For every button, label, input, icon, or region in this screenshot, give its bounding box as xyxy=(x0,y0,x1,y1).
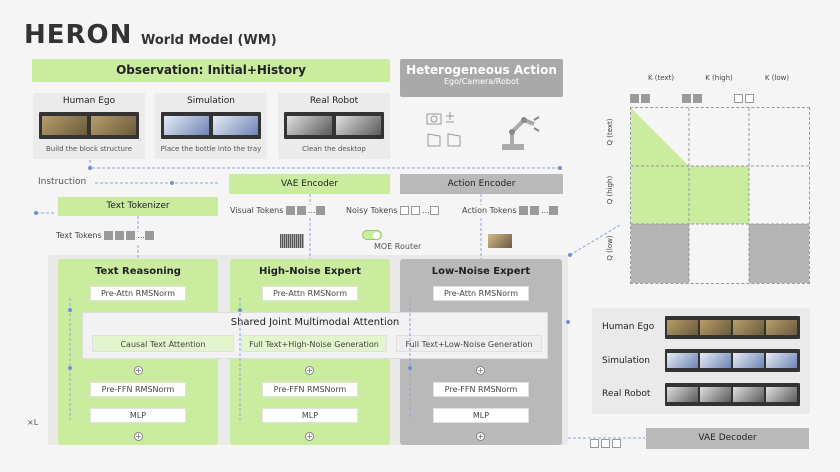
source-caption: Build the block structure xyxy=(45,145,133,153)
output-strip-human-ego xyxy=(665,316,800,339)
expert-title-text: Text Reasoning xyxy=(95,266,181,277)
ellipsis: ... xyxy=(422,206,430,215)
video-strip xyxy=(39,112,139,139)
visual-tokens: Visual Tokens ... xyxy=(230,206,327,215)
source-label: Real Robot xyxy=(309,96,359,106)
camera-hand-icon xyxy=(420,108,470,154)
vae-decoder: VAE Decoder xyxy=(646,428,809,449)
action-sub: Ego/Camera/Robot xyxy=(443,77,519,86)
source-label: Simulation xyxy=(187,96,235,106)
noise-thumbnail xyxy=(280,234,304,248)
output-label-simulation: Simulation xyxy=(602,356,650,366)
brand-title: HERON xyxy=(24,20,133,50)
pre-attn-norm-high: Pre-Attn RMSNorm xyxy=(262,286,358,301)
shared-attention-title: Shared Joint Multimodal Attention xyxy=(230,317,400,328)
vae-encoder: VAE Encoder xyxy=(229,174,390,194)
residual-add-icon: + xyxy=(476,366,485,375)
source-human-ego: Human Ego Build the block structure xyxy=(33,93,145,159)
pre-ffn-norm-high: Pre-FFN RMSNorm xyxy=(262,382,358,397)
matrix-col-label-low: K (low) xyxy=(764,74,790,82)
matrix-col-label-text: K (text) xyxy=(647,74,675,82)
ellipsis: ... xyxy=(137,231,145,240)
action-encoder: Action Encoder xyxy=(400,174,563,194)
noisy-tokens-label: Noisy Tokens xyxy=(346,206,398,215)
pre-attn-norm-low: Pre-Attn RMSNorm xyxy=(433,286,529,301)
video-strip xyxy=(161,112,261,139)
diagram-subtitle: World Model (WM) xyxy=(141,33,277,48)
output-label-real-robot: Real Robot xyxy=(602,389,651,399)
ellipsis: ... xyxy=(541,206,549,215)
residual-add-icon: + xyxy=(134,432,143,441)
attention-matrix xyxy=(630,107,810,284)
output-strip-simulation xyxy=(665,349,800,372)
source-caption: Clean the desktop xyxy=(302,145,366,153)
moe-router-label: MOE Router xyxy=(374,242,422,251)
matrix-col-label-high: K (high) xyxy=(705,74,733,82)
output-label-human-ego: Human Ego xyxy=(602,322,655,332)
matrix-row-label-high: Q (high) xyxy=(606,175,614,205)
decoder-tokens xyxy=(590,433,623,452)
mlp-high: MLP xyxy=(262,408,358,423)
full-high-attention: Full Text+High-Noise Generation xyxy=(241,335,387,352)
matrix-key-tokens xyxy=(630,88,810,103)
action-tokens-label: Action Tokens xyxy=(462,206,517,215)
pre-attn-norm-text: Pre-Attn RMSNorm xyxy=(90,286,186,301)
action-header: Heterogeneous Action Ego/Camera/Robot xyxy=(400,59,563,97)
image-thumbnail xyxy=(488,234,512,248)
text-tokens-label: Text Tokens xyxy=(56,231,102,240)
layer-repeat-marker: ×L xyxy=(27,418,39,427)
robot-arm-icon xyxy=(494,106,544,154)
instruction-label: Instruction xyxy=(38,177,87,187)
full-low-attention: Full Text+Low-Noise Generation xyxy=(396,335,542,352)
causal-text-attention: Causal Text Attention xyxy=(92,335,234,352)
source-real-robot: Real Robot Clean the desktop xyxy=(278,93,390,159)
text-tokens: Text Tokens ... xyxy=(56,231,156,240)
pre-ffn-norm-text: Pre-FFN RMSNorm xyxy=(90,382,186,397)
text-tokenizer: Text Tokenizer xyxy=(58,197,218,216)
source-label: Human Ego xyxy=(62,96,116,106)
residual-add-icon: + xyxy=(476,432,485,441)
visual-tokens-label: Visual Tokens xyxy=(230,206,284,215)
pre-ffn-norm-low: Pre-FFN RMSNorm xyxy=(433,382,529,397)
action-tokens: Action Tokens ... xyxy=(462,206,560,215)
action-title: Heterogeneous Action xyxy=(406,63,557,77)
ellipsis: ... xyxy=(307,206,316,215)
residual-add-icon: + xyxy=(305,432,314,441)
matrix-row-label-low: Q (low) xyxy=(606,235,614,261)
mlp-low: MLP xyxy=(433,408,529,423)
observation-header: Observation: Initial+History xyxy=(32,59,390,82)
moe-toggle-icon xyxy=(362,230,382,240)
expert-title-high: High-Noise Expert xyxy=(258,266,362,277)
matrix-row-label-text: Q (text) xyxy=(606,118,614,146)
expert-title-low: Low-Noise Expert xyxy=(431,266,531,277)
residual-add-icon: + xyxy=(134,366,143,375)
video-strip xyxy=(284,112,384,139)
output-strip-real-robot xyxy=(665,383,800,406)
mlp-text: MLP xyxy=(90,408,186,423)
source-simulation: Simulation Place the bottle into the tra… xyxy=(155,93,267,159)
residual-add-icon: + xyxy=(305,366,314,375)
noisy-tokens: Noisy Tokens ... xyxy=(346,206,441,215)
source-caption: Place the bottle into the tray xyxy=(160,145,262,153)
